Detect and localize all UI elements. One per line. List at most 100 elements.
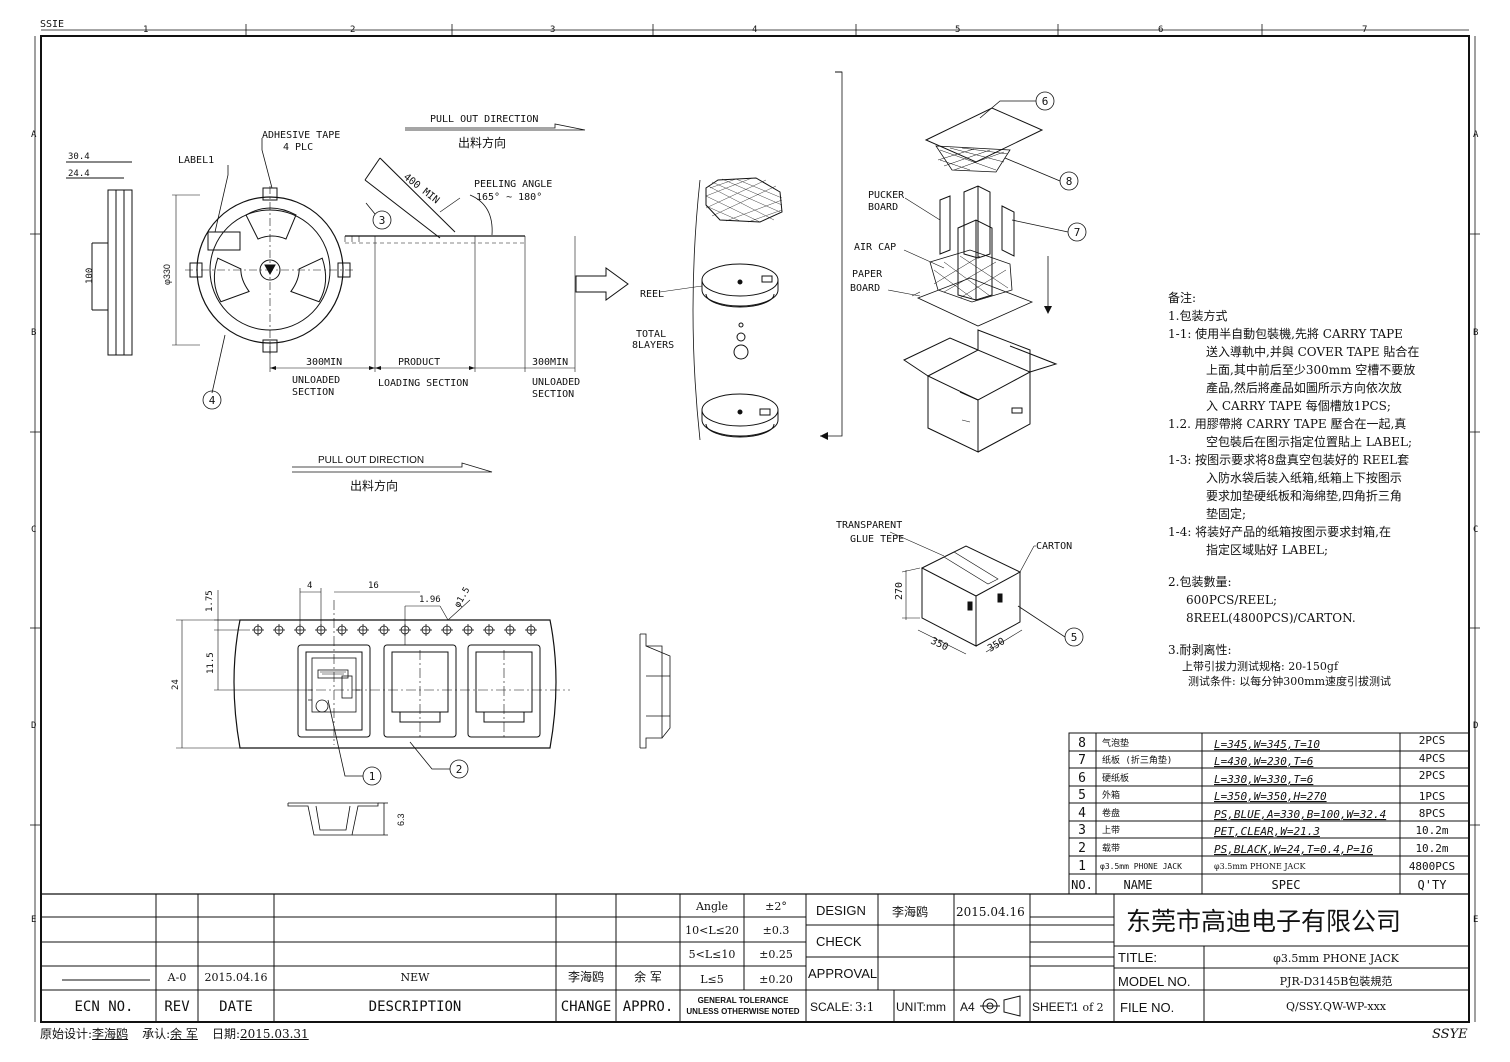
product-text: PRODUCT — [398, 357, 440, 368]
col-number: 7 — [1362, 25, 1367, 35]
tol-angle-value: ±2° — [765, 900, 787, 913]
balloon-4-num: 4 — [209, 394, 216, 407]
bom-qty: 10.2m — [1415, 824, 1448, 837]
notes-line: 测试条件: 以每分钟300mm速度引拔测试 — [1188, 675, 1392, 688]
row-letter: B — [31, 328, 36, 338]
notes-line: 入 CARRY TAPE 每個槽放1PCS; — [1206, 399, 1391, 413]
balloon-1-num: 1 — [369, 770, 376, 783]
row-letter: E — [1473, 915, 1478, 925]
bom-header-no: NO. — [1071, 878, 1093, 892]
notes-line: 送入導軌中,并與 COVER TAPE 貼合在 — [1206, 345, 1420, 359]
notes-title: 备注: — [1168, 291, 1197, 305]
bom-no: 6 — [1078, 771, 1086, 786]
file-label: FILE NO. — [1120, 1000, 1174, 1015]
designer-name: 李海鸥 — [892, 904, 928, 919]
bom-no: 7 — [1078, 753, 1086, 768]
carrier-tape-detail — [176, 588, 570, 749]
section-right: SECTION — [532, 389, 574, 400]
bom-no: 8 — [1078, 736, 1086, 751]
pull-arrow-top — [405, 123, 586, 131]
tol-range-2: 5<L≤10 — [689, 948, 736, 961]
title-block-text: 东莞市高迪电子有限公司 TITLE: φ3.5mm PHONE JACK MOD… — [74, 900, 1401, 1016]
notes-line: 8REEL(4800PCS)/CARTON. — [1186, 611, 1356, 625]
bom-qty: 2PCS — [1419, 769, 1446, 782]
notes-line: 600PCS/REEL; — [1186, 593, 1277, 607]
bom-header-name: NAME — [1124, 878, 1153, 892]
col-number: 6 — [1158, 25, 1163, 35]
tol-range-2-value: ±0.25 — [759, 948, 793, 961]
dim-11-5: 11.5 — [206, 652, 216, 674]
scale-label: SCALE: — [810, 1000, 853, 1014]
notes-line: 1.包装方式 — [1168, 309, 1228, 323]
approval-label: APPROVAL — [808, 966, 877, 981]
bom-name: 卷盘 — [1102, 807, 1120, 819]
dim-1-5: φ1.5 — [453, 586, 473, 610]
notes-line: 空包裝后在图示指定位置貼上 LABEL; — [1206, 435, 1413, 449]
bom-spec: L=430,W=230,T=6 — [1214, 755, 1314, 768]
reel-front-view: φ330 — [162, 138, 355, 394]
bom-no: 3 — [1078, 823, 1086, 838]
bom-spec: PS,BLACK,W=24,T=0.4,P=16 — [1214, 843, 1373, 856]
dim-30-4: 30.4 — [68, 152, 90, 162]
dim-6-3: 6.3 — [396, 813, 406, 826]
change-header: CHANGE — [561, 999, 612, 1015]
sheet-label: SHEET: — [1032, 1000, 1074, 1014]
bom-name: 上带 — [1102, 825, 1120, 836]
row-letter: B — [1473, 328, 1478, 338]
notes-line: 2.包装數量: — [1168, 575, 1232, 589]
row-letter: D — [31, 721, 36, 731]
pucker-board-text: BOARD — [868, 202, 898, 213]
balloon-3-num: 3 — [379, 214, 386, 227]
notes-line: 上面,其中前后至少300mm 空槽不要放 — [1206, 363, 1416, 377]
paper-text: PAPER — [852, 269, 883, 280]
model-value: PJR-D3145B包裝規范 — [1280, 974, 1393, 988]
col-number: 1 — [143, 25, 148, 35]
bom-qty: 8PCS — [1419, 807, 1446, 820]
bom-spec: PET,CLEAR,W=21.3 — [1214, 825, 1320, 838]
design-label: DESIGN — [816, 903, 866, 918]
bottom-right-mark: SSYE — [1432, 1027, 1468, 1042]
exploded-box — [887, 107, 1058, 453]
layers-text: 8LAYERS — [632, 340, 674, 351]
pucker-text: PUCKER — [868, 190, 905, 201]
footer-design-label: 原始设计: — [40, 1027, 93, 1041]
tape-unwound — [269, 157, 576, 372]
dim-100: 100 — [85, 268, 95, 284]
bom-qty: 4800PCS — [1409, 860, 1455, 873]
notes-line: 3.耐剥离性: — [1168, 643, 1232, 657]
dim-300min-left: 300MIN — [306, 357, 342, 368]
rev-value: A-0 — [167, 971, 187, 984]
notes-line: 1.2. 用膠帶將 CARRY TAPE 壓合在一起,真 — [1168, 417, 1407, 431]
title-label: TITLE: — [1118, 950, 1157, 965]
rev-change: 李海鸥 — [568, 969, 604, 984]
bom-name: 硬纸板 — [1102, 772, 1129, 784]
footer-line: 原始设计:李海鸥承认:余 军日期:2015.03.31 — [40, 1028, 309, 1040]
scale-value: 3:1 — [855, 1000, 874, 1014]
dim-1-75: 1.75 — [205, 590, 215, 612]
dim-16: 16 — [368, 581, 379, 591]
reel-side-view: 30.4 24.4 100 — [66, 152, 133, 356]
col-number: 4 — [752, 25, 757, 35]
paper-size: A4 — [960, 1000, 975, 1014]
bom-name: 纸板 (折三角垫) — [1102, 754, 1172, 766]
check-label: CHECK — [816, 934, 862, 949]
bom-header-qty: Q'TY — [1418, 878, 1448, 892]
file-value: Q/SSY.QW-WP-xxx — [1286, 1000, 1387, 1013]
dim-350-a: 350 — [929, 636, 950, 654]
dim-1-96: 1.96 — [419, 595, 441, 605]
row-letter: D — [1473, 721, 1478, 731]
unloaded-left: UNLOADED — [292, 375, 340, 386]
sheet-border: 1 2 3 4 5 6 7 A B C D E A B C D E SSIE — [30, 19, 1480, 1023]
dim-330: φ330 — [162, 264, 172, 285]
tol-range-3: L≤5 — [700, 973, 724, 986]
peeling-angle-range: 165° ~ 180° — [476, 192, 542, 203]
bom-name: 外箱 — [1102, 789, 1120, 801]
bom-table — [1068, 732, 1470, 895]
desc-header: DESCRIPTION — [369, 999, 462, 1015]
balloon-8-num: 8 — [1066, 175, 1073, 188]
bom-header-spec: SPEC — [1272, 878, 1301, 892]
glue-tepe-text: GLUE TEPE — [850, 534, 904, 545]
balloon-4 — [202, 390, 222, 410]
label1-text: LABEL1 — [178, 155, 214, 166]
